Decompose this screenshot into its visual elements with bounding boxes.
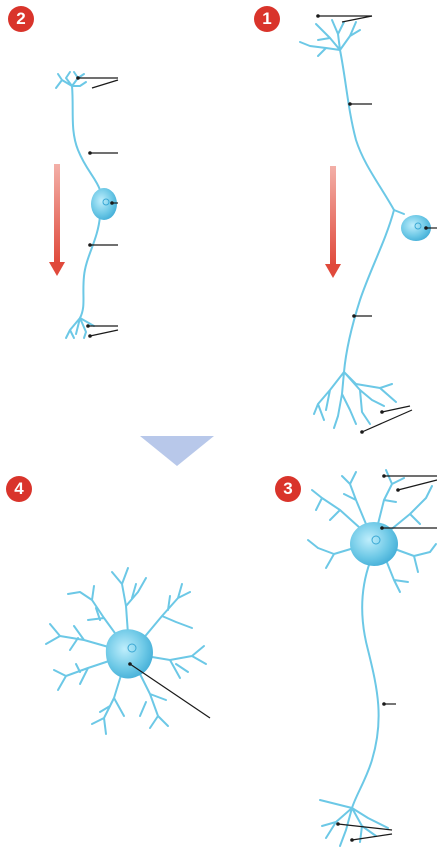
neuron-pyramidal (308, 470, 437, 846)
neuron-bipolar (56, 72, 118, 338)
neuron-unipolar (300, 14, 437, 434)
signal-arrow-2 (49, 164, 65, 276)
transition-arrow (140, 436, 214, 466)
soma-4 (106, 629, 153, 678)
signal-arrow-1 (325, 166, 341, 278)
neuron-multipolar (46, 568, 210, 734)
